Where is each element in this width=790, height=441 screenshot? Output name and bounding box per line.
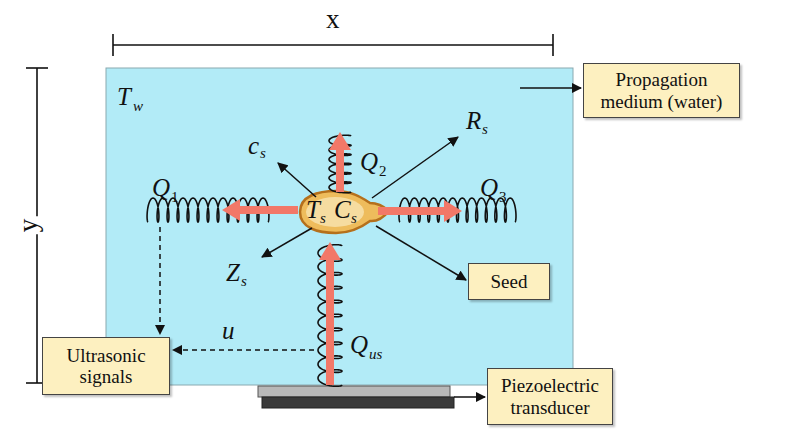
subscript: 3 bbox=[499, 190, 507, 205]
symbol-label: C bbox=[334, 197, 351, 222]
medium-leader bbox=[520, 87, 581, 89]
dimension-tick bbox=[552, 34, 554, 56]
label-box: Propagation medium (water) bbox=[583, 63, 740, 118]
subscript: s bbox=[320, 211, 326, 226]
signal-leader bbox=[159, 227, 161, 334]
dimension-brackets bbox=[26, 34, 553, 383]
symbol-label: Q bbox=[152, 175, 170, 200]
symbol-label: y bbox=[15, 217, 42, 235]
subscript: 2 bbox=[379, 164, 387, 179]
symbol-label: u bbox=[222, 318, 235, 343]
symbol-label: c bbox=[248, 133, 259, 158]
subscript: s bbox=[351, 211, 357, 226]
heat-arrow-shaft bbox=[239, 206, 298, 214]
dimension-tick bbox=[26, 67, 48, 69]
subscript: 1 bbox=[171, 190, 179, 205]
label-box: Ultrasonic signals bbox=[42, 337, 170, 395]
signal-leader bbox=[173, 349, 314, 351]
label-box: Seed bbox=[468, 263, 550, 300]
seed-shape bbox=[300, 191, 389, 233]
dimension-tick bbox=[112, 34, 114, 56]
heat-arrow bbox=[319, 242, 341, 385]
heat-arrows bbox=[222, 132, 462, 385]
transducer-plate bbox=[258, 386, 450, 397]
box-text: Piezoelectric transducer bbox=[493, 375, 607, 418]
heat-arrow-head bbox=[444, 200, 462, 222]
symbol-label: T bbox=[117, 84, 131, 109]
subscript: s bbox=[260, 146, 266, 161]
box-text: Propagation medium (water) bbox=[589, 69, 734, 112]
symbol-label: T bbox=[306, 197, 320, 222]
transducer-base bbox=[262, 397, 454, 408]
subscript: us bbox=[369, 347, 382, 362]
heat-arrow-shaft bbox=[378, 207, 445, 215]
heat-arrow-head bbox=[319, 242, 341, 260]
wave-coils bbox=[147, 135, 516, 386]
symbol-label: Q bbox=[350, 332, 368, 357]
symbol-label: R bbox=[466, 108, 481, 133]
transducer-leader bbox=[454, 396, 485, 398]
heat-arrow bbox=[378, 200, 462, 222]
symbol-label: Z bbox=[226, 260, 240, 285]
rs-arrow bbox=[372, 137, 458, 198]
water-medium bbox=[106, 68, 573, 385]
heat-arrow bbox=[329, 132, 351, 192]
symbol-label: Q bbox=[360, 149, 378, 174]
seed-inner bbox=[306, 197, 364, 227]
subscript: w bbox=[133, 99, 143, 114]
symbol-label: x bbox=[326, 6, 340, 33]
heat-arrow-head bbox=[329, 132, 351, 150]
heat-arrow-shaft bbox=[336, 149, 344, 192]
heat-arrow bbox=[222, 199, 298, 221]
label-box: Piezoelectric transducer bbox=[487, 368, 613, 425]
wave-coil bbox=[318, 245, 342, 387]
heat-arrow-shaft bbox=[326, 259, 334, 385]
zs-arrow bbox=[262, 228, 312, 257]
callout-arrows bbox=[160, 88, 581, 397]
subscript: s bbox=[482, 122, 488, 137]
cs-arrow bbox=[278, 163, 316, 197]
subscript: s bbox=[241, 274, 247, 289]
x-dimension-line bbox=[113, 44, 553, 46]
seed-leader bbox=[376, 226, 466, 280]
box-text: Ultrasonic signals bbox=[48, 345, 164, 388]
box-text: Seed bbox=[491, 271, 528, 292]
symbol-label: Q bbox=[480, 175, 498, 200]
heat-arrow-head bbox=[222, 199, 240, 221]
